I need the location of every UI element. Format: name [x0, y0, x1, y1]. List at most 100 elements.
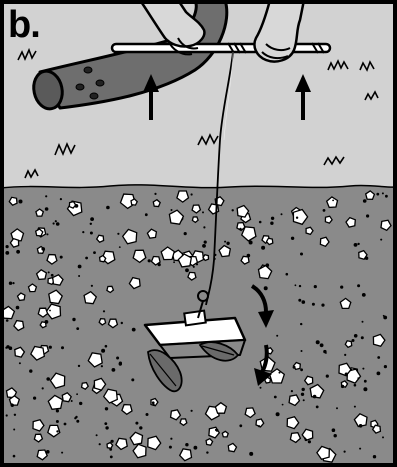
soil-dot [380, 239, 382, 241]
soil-dot [354, 406, 356, 408]
soil-dot [90, 217, 94, 221]
soil-dot [90, 223, 92, 225]
soil-dot [116, 357, 119, 360]
pebble-icon [267, 238, 273, 244]
soil-dot [169, 446, 172, 449]
soil-dot [345, 373, 348, 376]
soil-dot [298, 299, 301, 302]
soil-dot [276, 335, 278, 337]
soil-dot [366, 214, 369, 217]
soil-dot [47, 233, 49, 235]
soil-dot [103, 310, 105, 312]
soil-dot [276, 412, 280, 416]
soil-dot [258, 425, 260, 427]
soil-dot [101, 365, 103, 367]
soil-dot [46, 450, 50, 454]
soil-dot [359, 448, 361, 450]
soil-dot [363, 199, 367, 203]
soil-dot [259, 221, 262, 224]
soil-dot [336, 407, 338, 409]
pebble-icon [99, 319, 105, 325]
pebble-icon [107, 286, 114, 292]
pebble-icon [345, 341, 351, 348]
soil-dot [78, 365, 80, 367]
soil-dot [204, 241, 207, 244]
soil-dot [111, 440, 114, 443]
soil-dot [16, 250, 20, 254]
soil-dot [196, 263, 198, 265]
soil-dot [173, 261, 175, 263]
soil-dot [170, 438, 172, 440]
soil-dot [19, 362, 21, 364]
soil-dot [352, 339, 355, 342]
soil-dot [323, 350, 326, 353]
soil-dot [354, 384, 357, 387]
soil-dot [16, 306, 20, 310]
soil-dot [9, 346, 13, 350]
soil-dot [323, 209, 326, 212]
soil-dot [119, 246, 121, 248]
soil-dot [376, 193, 379, 196]
soil-dot [206, 451, 208, 453]
soil-dot [382, 436, 384, 438]
pebble-icon [107, 443, 113, 449]
soil-dot [96, 434, 98, 436]
soil-dot [145, 213, 148, 216]
soil-dot [45, 207, 49, 211]
soil-dot [357, 284, 360, 287]
soil-dot [291, 237, 294, 240]
soil-dot [239, 424, 242, 427]
soil-dot [301, 393, 304, 396]
soil-dot [247, 254, 251, 258]
soil-dot [61, 452, 63, 454]
soil-dot [78, 265, 82, 269]
soil-dot [93, 251, 96, 254]
soil-dot [344, 354, 346, 356]
pebble-icon [306, 227, 313, 234]
soil-dot [266, 263, 270, 267]
soil-dot [261, 246, 265, 250]
soil-dot [154, 193, 156, 195]
soil-dot [90, 232, 93, 235]
soil-dot [354, 334, 358, 338]
soil-dot [332, 200, 334, 202]
soil-dot [281, 213, 283, 215]
soil-dot [139, 426, 142, 429]
soil-dot [121, 322, 123, 324]
soil-dot [76, 420, 79, 423]
soil-dot [49, 346, 52, 349]
soil-dot [359, 424, 363, 428]
soil-dot [51, 274, 54, 277]
soil-dot [135, 422, 138, 425]
soil-dot [19, 200, 23, 204]
soil-dot [316, 340, 320, 344]
soil-dot [320, 343, 324, 347]
soil-dot [146, 413, 149, 416]
soil-dot [101, 349, 105, 353]
soil-dot [382, 192, 384, 194]
soil-dot [313, 395, 317, 399]
soil-dot [296, 217, 298, 219]
soil-dot [249, 452, 253, 456]
soil-dot [332, 428, 336, 432]
soil-dot [377, 356, 380, 359]
soil-dot [312, 303, 315, 306]
soil-dot [232, 209, 234, 211]
soil-dot [79, 402, 82, 405]
soil-dot [106, 206, 110, 210]
soil-dot [300, 323, 302, 325]
soil-dot [334, 434, 337, 437]
soil-dot [249, 241, 253, 245]
soil-dot [383, 316, 387, 320]
soil-dot [194, 446, 198, 450]
soil-dot [191, 410, 193, 412]
soil-dot [316, 406, 319, 409]
soil-dot [131, 378, 134, 381]
soil-dot [362, 321, 364, 323]
soil-dot [385, 195, 388, 198]
soil-dot [226, 242, 229, 245]
soil-dot [302, 300, 306, 304]
soil-dot [152, 404, 154, 406]
soil-dot [326, 375, 329, 378]
